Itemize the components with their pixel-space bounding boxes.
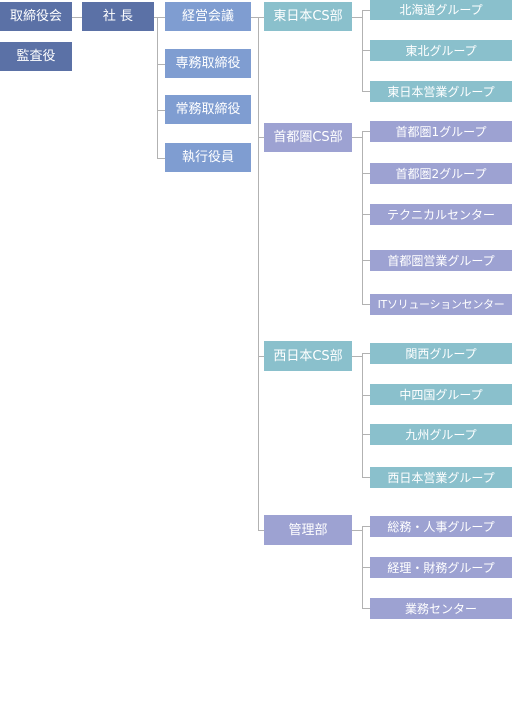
- group-box: 東日本営業グループ: [370, 81, 512, 102]
- connector-exec-2: [157, 110, 165, 111]
- executive-box: 常務取締役: [165, 95, 251, 124]
- connector-d2-g2: [362, 173, 370, 174]
- board-box: 取締役会: [0, 2, 72, 31]
- connector-d3-g1: [362, 353, 370, 354]
- connector-d4-g3: [362, 608, 370, 609]
- executive-label: 執行役員: [181, 150, 234, 165]
- group-box: 西日本営業グループ: [370, 467, 512, 488]
- connector-d2-spine: [362, 131, 363, 304]
- group-box: 首都圏1グループ: [370, 121, 512, 142]
- connector-d2-g1: [362, 131, 370, 132]
- connector-d4: [352, 530, 362, 531]
- group-box: 中四国グループ: [370, 384, 512, 405]
- group-label: 中四国グループ: [399, 387, 483, 402]
- division-label: 管理部: [288, 522, 328, 538]
- auditor-label: 監査役: [16, 49, 56, 64]
- group-label: 経理・財務グループ: [387, 560, 495, 575]
- connector-d2-g5: [362, 304, 370, 305]
- group-box: ITソリューションセンター: [370, 294, 512, 315]
- division-label: 西日本CS部: [273, 348, 343, 364]
- connector-exec-3: [157, 158, 165, 159]
- executive-label: 専務取締役: [175, 56, 241, 71]
- board-label: 取締役会: [9, 9, 62, 24]
- group-box: テクニカルセンター: [370, 204, 512, 225]
- connector-div-3: [258, 356, 264, 357]
- executive-box: 専務取締役: [165, 49, 251, 78]
- connector-president-council: [154, 17, 165, 18]
- connector-d2: [352, 137, 362, 138]
- management-council-box: 経営会議: [165, 2, 251, 31]
- group-label: 東北グループ: [405, 43, 477, 58]
- connector-div-2: [258, 137, 264, 138]
- group-label: 業務センター: [404, 601, 477, 616]
- division-box: 西日本CS部: [264, 341, 352, 371]
- connector-d3-g3: [362, 434, 370, 435]
- group-label: 東日本営業グループ: [387, 84, 495, 99]
- executive-label: 常務取締役: [175, 102, 241, 117]
- group-box: 九州グループ: [370, 424, 512, 445]
- group-label: テクニカルセンター: [386, 207, 495, 222]
- connector-d3-spine: [362, 353, 363, 477]
- executive-box: 執行役員: [165, 143, 251, 172]
- connector-d4-g1: [362, 526, 370, 527]
- connector-council-division: [251, 17, 264, 18]
- group-label: 関西グループ: [405, 346, 477, 361]
- president-box: 社 長: [82, 2, 154, 31]
- group-box: 総務・人事グループ: [370, 516, 512, 537]
- auditor-box: 監査役: [0, 42, 72, 71]
- group-box: 業務センター: [370, 598, 512, 619]
- group-box: 関西グループ: [370, 343, 512, 364]
- group-label: 北海道グループ: [399, 3, 483, 17]
- division-box: 東日本CS部: [264, 2, 352, 31]
- division-label: 東日本CS部: [273, 9, 343, 24]
- group-label: 首都圏1グループ: [395, 124, 487, 139]
- connector-d1-g1: [362, 10, 370, 11]
- division-box: 首都圏CS部: [264, 123, 352, 152]
- connector-d3-g4: [362, 477, 370, 478]
- connector-div-4: [258, 530, 264, 531]
- group-box: 東北グループ: [370, 40, 512, 61]
- connector-d2-g3: [362, 214, 370, 215]
- group-label: ITソリューションセンター: [377, 298, 505, 311]
- group-label: 九州グループ: [405, 427, 477, 442]
- group-label: 総務・人事グループ: [387, 519, 495, 534]
- group-box: 首都圏2グループ: [370, 163, 512, 184]
- division-label: 首都圏CS部: [273, 130, 343, 145]
- connector-d1-g2: [362, 50, 370, 51]
- group-box: 首都圏営業グループ: [370, 250, 512, 271]
- division-box: 管理部: [264, 515, 352, 545]
- group-box: 北海道グループ: [370, 0, 512, 20]
- connector-executives-spine: [157, 17, 158, 158]
- connector-exec-1: [157, 64, 165, 65]
- connector-d3-g2: [362, 395, 370, 396]
- president-label: 社 長: [102, 9, 134, 24]
- connector-d1: [352, 17, 362, 18]
- group-label: 西日本営業グループ: [387, 470, 495, 485]
- connector-board-president: [72, 17, 82, 18]
- connector-d1-g3: [362, 91, 370, 92]
- connector-d3: [352, 356, 362, 357]
- connector-d4-g2: [362, 567, 370, 568]
- group-label: 首都圏営業グループ: [387, 253, 495, 268]
- group-label: 首都圏2グループ: [395, 166, 487, 181]
- group-box: 経理・財務グループ: [370, 557, 512, 578]
- connector-divisions-spine: [258, 17, 259, 530]
- connector-d2-g4: [362, 260, 370, 261]
- management-council-label: 経営会議: [181, 9, 234, 24]
